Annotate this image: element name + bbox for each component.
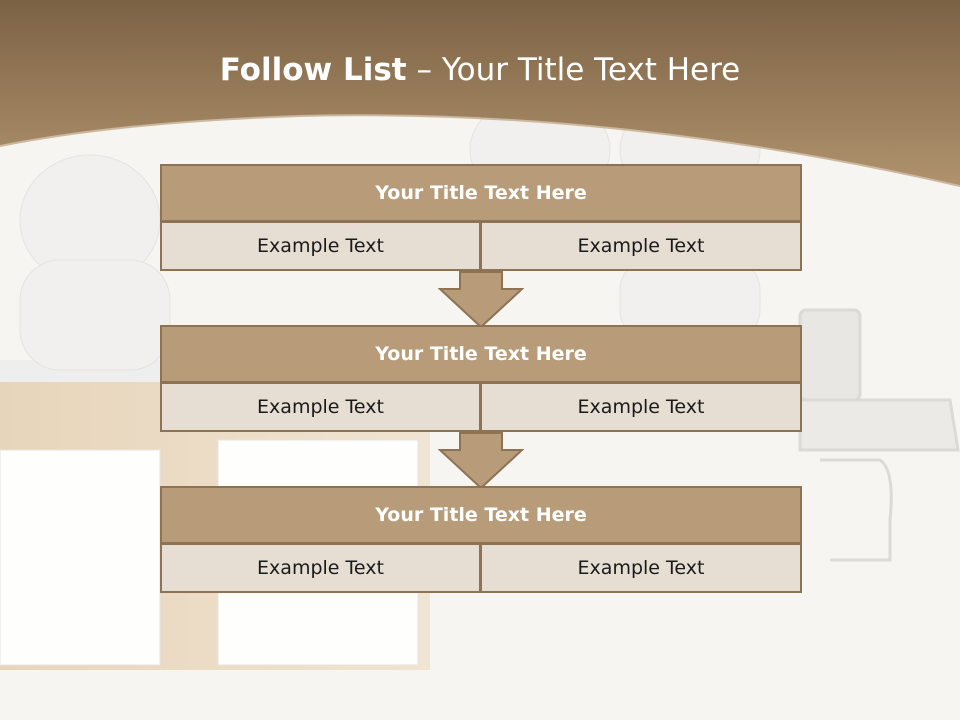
header-band <box>0 0 960 186</box>
down-arrow-icon <box>438 271 524 329</box>
slide-title-rest: – Your Title Text Here <box>406 52 741 88</box>
slide-title: Follow List – Your Title Text Here <box>0 52 960 88</box>
step-title: Your Title Text Here <box>160 164 802 222</box>
step-left-text: Example Text <box>160 382 481 432</box>
step-left-text: Example Text <box>160 221 481 271</box>
step-right-text: Example Text <box>480 382 802 432</box>
glass-table-illustration <box>798 308 960 562</box>
step-title: Your Title Text Here <box>160 325 802 383</box>
down-arrow-icon <box>438 432 524 490</box>
step-right-text: Example Text <box>480 221 802 271</box>
step-right-text: Example Text <box>480 543 802 593</box>
step-title: Your Title Text Here <box>160 486 802 544</box>
step-left-text: Example Text <box>160 543 481 593</box>
slide-title-bold: Follow List <box>219 52 407 88</box>
